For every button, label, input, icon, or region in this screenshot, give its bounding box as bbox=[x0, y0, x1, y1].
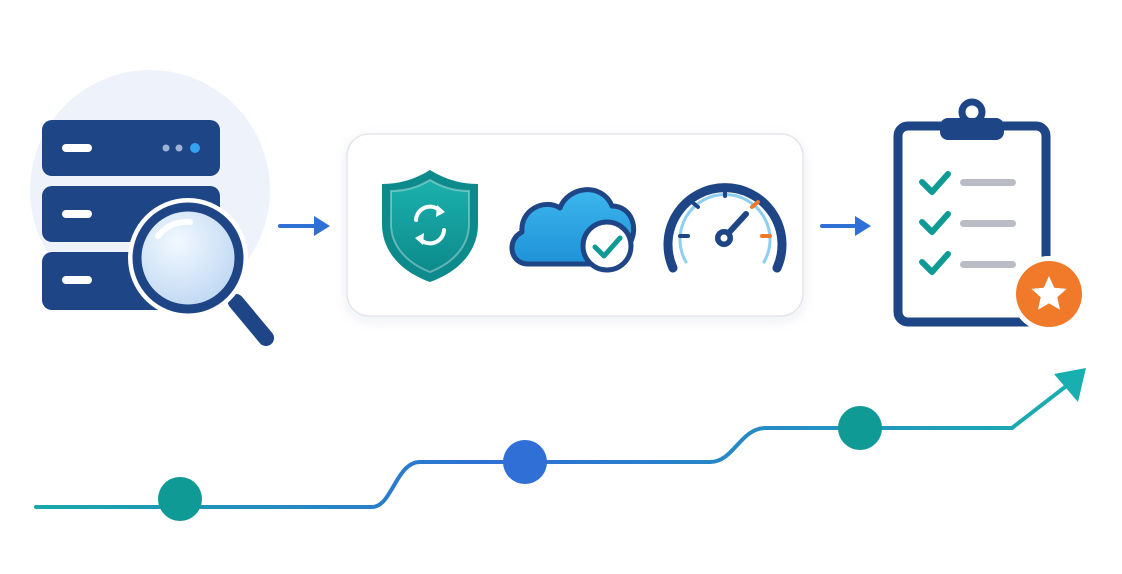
checks-panel bbox=[346, 133, 804, 317]
progress-line bbox=[34, 368, 1086, 521]
arrow-right-icon bbox=[820, 216, 871, 236]
arrow-up-right-icon bbox=[1054, 368, 1086, 402]
milestone-dot bbox=[503, 440, 547, 484]
shield-sync-icon bbox=[382, 170, 478, 282]
clipboard-checklist-icon bbox=[893, 98, 1051, 327]
server-audit-stage bbox=[30, 70, 279, 351]
milestone-dot bbox=[838, 406, 882, 450]
milestone-dot bbox=[158, 477, 202, 521]
arrow-right-icon bbox=[278, 216, 330, 236]
progress-path bbox=[34, 378, 1076, 509]
star-badge-icon bbox=[1011, 256, 1087, 332]
cloud-check-icon bbox=[509, 187, 637, 273]
speedometer-icon bbox=[663, 183, 787, 273]
report-stage bbox=[893, 98, 1087, 332]
magnifying-glass-icon bbox=[128, 198, 279, 351]
